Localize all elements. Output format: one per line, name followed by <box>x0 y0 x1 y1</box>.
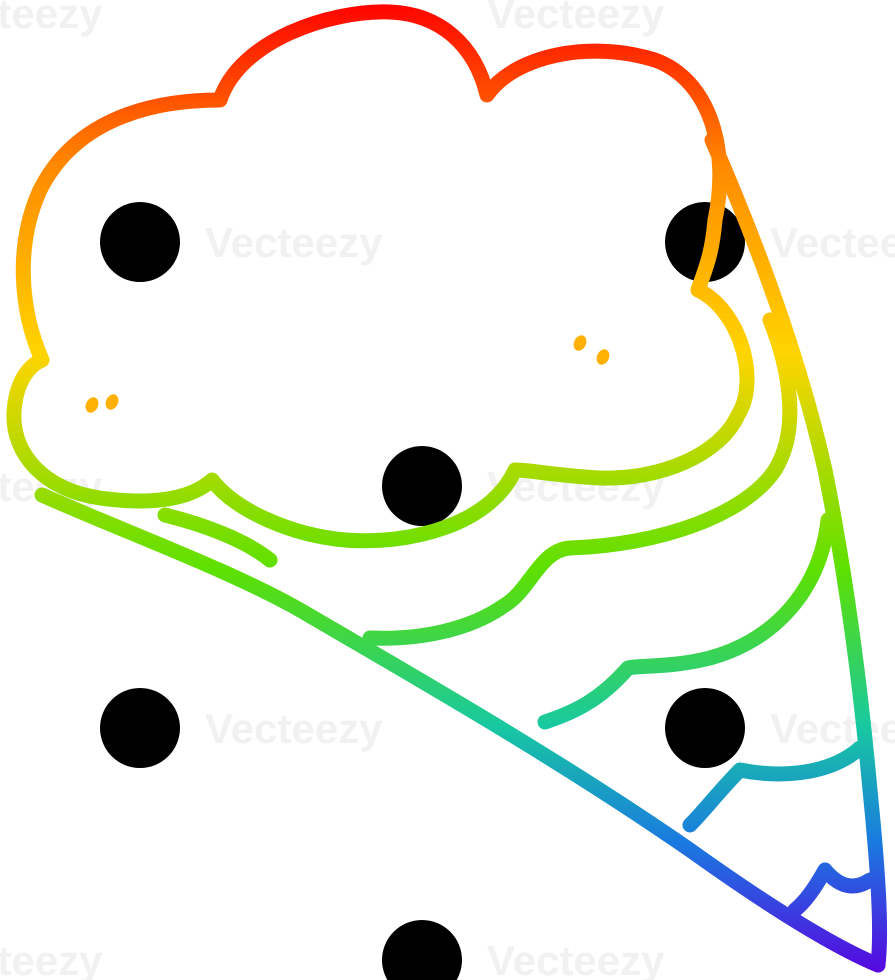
spot-icon <box>105 394 119 410</box>
watermark-text: Vecteezy <box>205 219 383 266</box>
cone-scallop-4 <box>787 862 878 918</box>
cone-right-edge <box>704 132 888 973</box>
cone-scallop-2 <box>537 512 836 730</box>
watermark-text: Vecteezy <box>0 937 103 980</box>
cone-scallop-3 <box>682 740 868 833</box>
vecteezy-logo-icon <box>100 202 745 980</box>
watermark-text: Vecteezy <box>770 219 895 266</box>
watermark-text: Vecteezy <box>487 937 665 980</box>
scoop-outline <box>6 4 755 549</box>
watermark-text: Vecteezy <box>0 0 103 37</box>
scoop-spots <box>85 335 610 413</box>
spot-icon <box>596 349 610 365</box>
cone-crease <box>157 507 278 568</box>
spot-icon <box>573 335 587 351</box>
cone-left-edge <box>34 487 886 973</box>
spot-icon <box>85 397 99 413</box>
ice-cream-line-art <box>6 4 888 973</box>
watermark-text: Vecteezy <box>487 0 665 37</box>
watermark-text: Vecteezy <box>770 705 895 752</box>
watermark-text: Vecteezy <box>205 705 383 752</box>
cone-scallop-1 <box>362 312 798 646</box>
